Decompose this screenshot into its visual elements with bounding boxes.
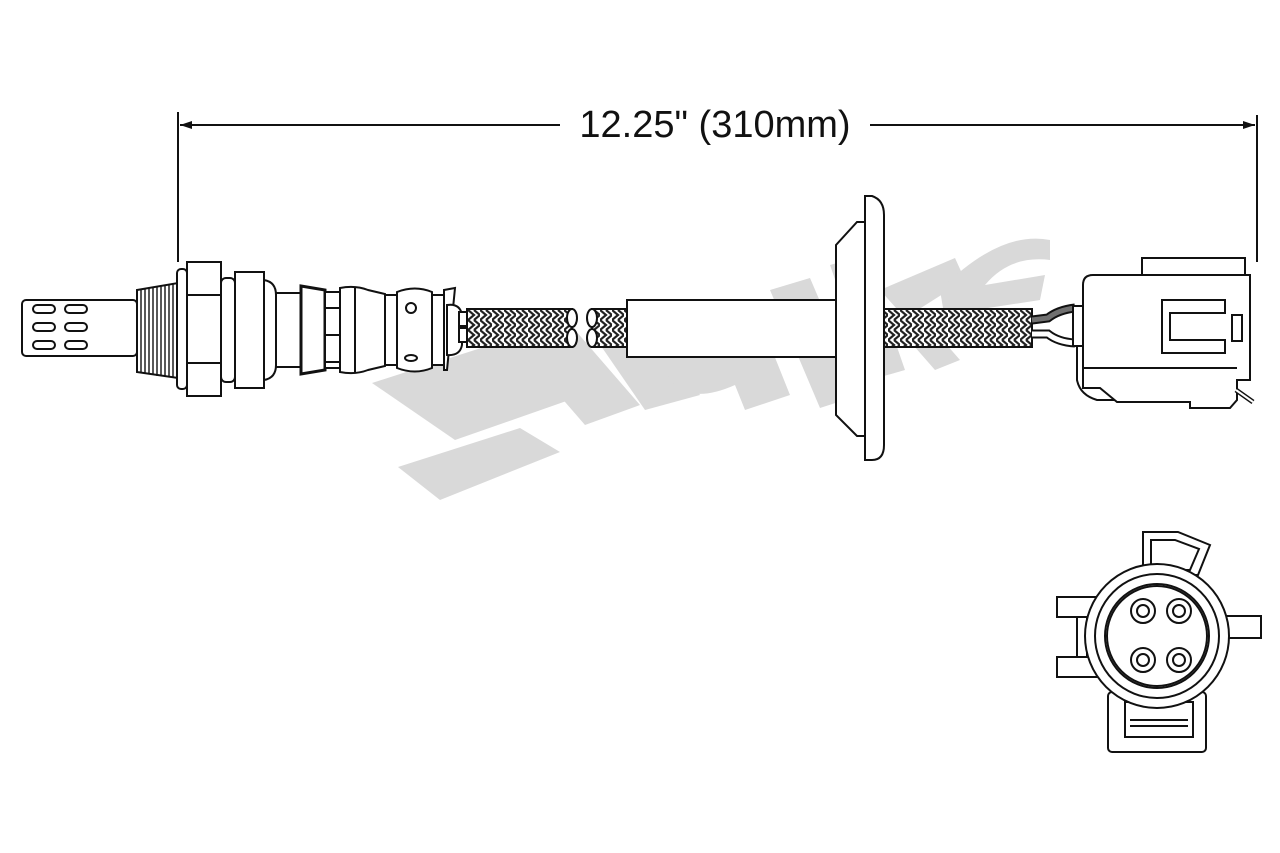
connector-end-view bbox=[1056, 531, 1262, 753]
connector-pins bbox=[1130, 598, 1192, 673]
sensor-housing bbox=[220, 271, 463, 389]
cable-sleeve bbox=[626, 299, 838, 358]
sensor-tip bbox=[21, 299, 138, 357]
threaded-body bbox=[136, 268, 188, 390]
dimension-line bbox=[177, 112, 1258, 262]
braided-cable-left bbox=[458, 308, 578, 348]
hex-nut bbox=[186, 261, 222, 397]
lead-wires bbox=[1031, 303, 1076, 348]
dimension-label: 12.25" (310mm) bbox=[560, 100, 870, 150]
connector-side-view bbox=[1072, 257, 1255, 409]
walker-watermark bbox=[372, 238, 1050, 500]
braided-cable-middle bbox=[586, 308, 628, 348]
grommet bbox=[835, 195, 885, 461]
braided-cable-right bbox=[883, 308, 1033, 348]
